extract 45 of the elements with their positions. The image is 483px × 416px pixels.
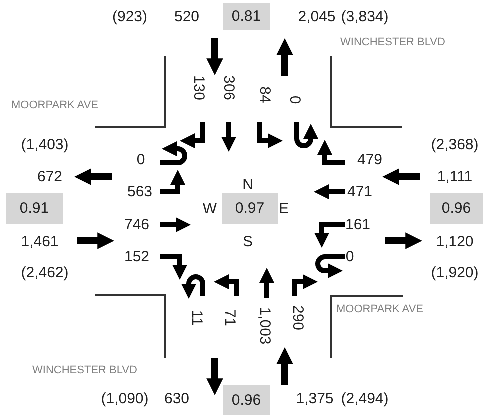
volume-label: 11 bbox=[190, 310, 204, 326]
volume-label: 2,045 bbox=[298, 10, 336, 24]
volume-label: 0 bbox=[346, 250, 354, 264]
highlight-box: 0.96 bbox=[430, 193, 483, 224]
volume-label: 306 bbox=[222, 75, 236, 101]
highlight-box: 0.97 bbox=[222, 193, 278, 224]
volume-label: (2,462) bbox=[21, 266, 69, 280]
volume-label: 71 bbox=[222, 310, 238, 326]
highlight-box: 0.81 bbox=[223, 3, 270, 30]
volume-label: 630 bbox=[164, 392, 190, 406]
volume-label: 130 bbox=[192, 75, 206, 101]
volume-label: (1,920) bbox=[431, 266, 479, 280]
volume-label: (923) bbox=[112, 10, 148, 24]
street-name: MOORPARK AVE bbox=[336, 304, 424, 316]
volume-label: 479 bbox=[357, 152, 383, 168]
volume-label: 520 bbox=[174, 10, 200, 24]
volume-label: (2,494) bbox=[341, 392, 389, 406]
compass-letter: E bbox=[279, 202, 289, 216]
volume-label: 84 bbox=[258, 86, 272, 104]
highlight-box: 0.96 bbox=[223, 385, 270, 415]
volume-label: (3,834) bbox=[341, 10, 389, 24]
volume-label: 672 bbox=[37, 170, 63, 184]
volume-label: 0 bbox=[288, 96, 302, 104]
volume-label: 1,461 bbox=[21, 234, 59, 250]
volume-label: 563 bbox=[127, 184, 153, 200]
volume-label: 471 bbox=[347, 184, 373, 200]
compass-letter: N bbox=[242, 178, 254, 192]
volume-label: 161 bbox=[345, 218, 371, 232]
volume-label: (1,403) bbox=[21, 138, 69, 152]
volume-label: 1,111 bbox=[437, 170, 473, 184]
highlight-box: 0.91 bbox=[6, 193, 63, 224]
volume-label: 1,375 bbox=[296, 392, 334, 406]
volume-label: 152 bbox=[124, 250, 150, 264]
volume-label: (1,090) bbox=[101, 392, 149, 406]
street-name: MOORPARK AVE bbox=[12, 100, 98, 112]
volume-label: 290 bbox=[290, 305, 306, 331]
volume-label: 0 bbox=[136, 152, 146, 168]
street-name: WINCHESTER BLVD bbox=[340, 38, 446, 48]
volume-label: (2,368) bbox=[431, 138, 479, 152]
volume-label: 746 bbox=[124, 218, 150, 232]
street-name: WINCHESTER BLVD bbox=[32, 366, 138, 376]
volume-label: 1,003 bbox=[258, 307, 272, 345]
compass-letter: S bbox=[243, 234, 253, 250]
compass-letter: W bbox=[202, 202, 218, 216]
volume-label: 1,120 bbox=[436, 234, 474, 250]
